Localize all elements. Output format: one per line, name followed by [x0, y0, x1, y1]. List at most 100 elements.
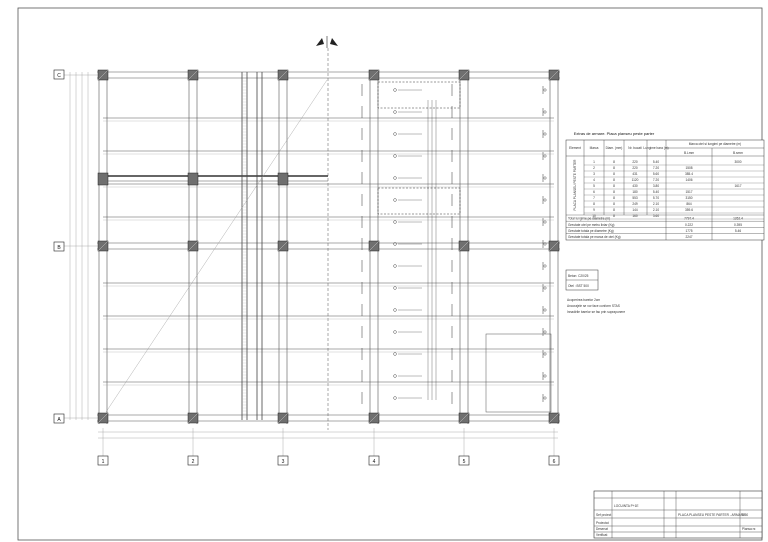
table-cell: 8	[613, 202, 615, 206]
rebar-mark	[393, 264, 397, 268]
column	[97, 172, 109, 186]
tb-row-3: Desenat	[596, 527, 608, 531]
summary-value: 7797.4	[684, 217, 694, 221]
table-cell: 1508	[685, 166, 692, 170]
column-hatch	[277, 240, 289, 252]
table-cell: 1517	[685, 190, 692, 194]
table-cell: 7	[593, 196, 595, 200]
table-cell: 3.80	[653, 184, 659, 188]
note-concrete: Beton: C20/25	[568, 274, 589, 278]
rebar-mark	[393, 110, 397, 114]
table-cell: 8	[613, 178, 615, 182]
axis-col-6: 6	[553, 459, 556, 465]
rebar-mark	[543, 264, 547, 268]
north-arrow-icon	[316, 36, 338, 48]
opening-outline	[377, 187, 461, 215]
column-hatch	[458, 240, 470, 252]
table-cell: 7.20	[653, 166, 659, 170]
rebar-mark	[393, 286, 397, 290]
floor-plan	[64, 69, 560, 456]
column-hatch	[548, 240, 560, 252]
rebar-mark	[393, 154, 397, 158]
axis-col-1: 1	[102, 459, 105, 465]
column-hatch	[548, 412, 560, 424]
table-title: Extras de armare. Placa planseu peste pa…	[574, 131, 655, 136]
rebar-mark	[393, 176, 397, 180]
table-cell: 144	[632, 208, 638, 212]
column-hatch	[548, 69, 560, 81]
rebar-mark	[543, 242, 547, 246]
column-hatch	[187, 69, 199, 81]
col-element: Element	[569, 146, 581, 150]
col-buc: Nr. bucati	[628, 146, 642, 150]
table-cell: 249	[632, 202, 638, 206]
col-marca: Marca	[590, 146, 599, 150]
table-cell: 8	[613, 172, 615, 176]
title-block: LOCUINTA P+1E PLACA PLANSEU PESTE PARTER…	[593, 490, 763, 539]
table-cell: 2.10	[653, 202, 659, 206]
tb-scale: 1:50	[742, 513, 748, 517]
column-hatch	[368, 412, 380, 424]
summary-value: 0.222	[685, 223, 693, 227]
diagonal-line	[105, 79, 328, 413]
rebar-mark	[543, 352, 547, 356]
column-hatch	[277, 412, 289, 424]
table-cell: 8	[613, 214, 615, 218]
rebar-schedule-table: Extras de armare. Placa planseu peste pa…	[565, 131, 765, 241]
axis-labels: C B A 1 2 3 4 5 6	[53, 69, 560, 466]
column-hatch	[458, 412, 470, 424]
rebar-mark	[393, 198, 397, 202]
table-cell: 1	[593, 160, 595, 164]
table-cell: 864	[686, 202, 692, 206]
table-cell: 1617	[734, 184, 741, 188]
note-steel: Otel : BST 500	[568, 284, 589, 288]
column	[277, 172, 289, 186]
table-cell: 160	[632, 214, 638, 218]
rebar-mark	[393, 132, 397, 136]
table-cell: 8	[613, 166, 615, 170]
table-cell: 359.6	[685, 208, 693, 212]
rebar-mark	[543, 198, 547, 202]
summary-value: 0.395	[734, 223, 742, 227]
column	[187, 172, 199, 186]
table-cell: 3000	[734, 160, 741, 164]
rebar-mark	[393, 374, 397, 378]
note-line-2: Ancorajele se vor face conform STAS	[567, 304, 620, 308]
summary-label: Greutate otel pe metru liniar (Kg)	[568, 223, 614, 227]
table-cell: 1120	[632, 178, 639, 182]
table-cell: 8	[593, 202, 595, 206]
axis-col-4: 4	[373, 459, 376, 465]
column-hatch	[277, 69, 289, 81]
summary-label: Total lungime pe diametre (m)	[568, 217, 610, 221]
column-hatch	[97, 412, 109, 424]
table-cell: 220	[632, 160, 638, 164]
rebar-mark	[393, 330, 397, 334]
table-cell: 7.20	[653, 178, 659, 182]
table-cell: 6	[593, 190, 595, 194]
rebar-mark	[543, 374, 547, 378]
table-cell: 431	[632, 172, 638, 176]
table-cell: 2	[593, 166, 595, 170]
rebar-mark	[543, 154, 547, 158]
tb-row-1: Sef proiect	[596, 513, 611, 517]
table-cell: 8	[613, 160, 615, 164]
table-cell: 2.10	[653, 208, 659, 212]
table-cell: 220	[632, 166, 638, 170]
axis-row-C: C	[57, 73, 61, 79]
table-cell: 430	[632, 184, 638, 188]
col-lung: Lungime bara (m)	[643, 146, 668, 150]
axis-row-B: B	[57, 245, 61, 251]
col-bs: B.smm	[733, 151, 743, 155]
column-hatch	[187, 240, 199, 252]
table-cell: 4	[593, 178, 595, 182]
table-cell: 8	[613, 190, 615, 194]
rebar-mark	[393, 88, 397, 92]
summary-value: 1775	[685, 229, 692, 233]
rebar-mark	[393, 396, 397, 400]
table-cell: 3150	[685, 196, 692, 200]
axis-row-A: A	[57, 417, 61, 423]
col-group: Marca otel si lungimi pe diametre (m)	[689, 142, 741, 146]
opening-outline	[377, 81, 461, 109]
table-cell: 5.70	[653, 196, 659, 200]
column-hatch	[97, 240, 109, 252]
